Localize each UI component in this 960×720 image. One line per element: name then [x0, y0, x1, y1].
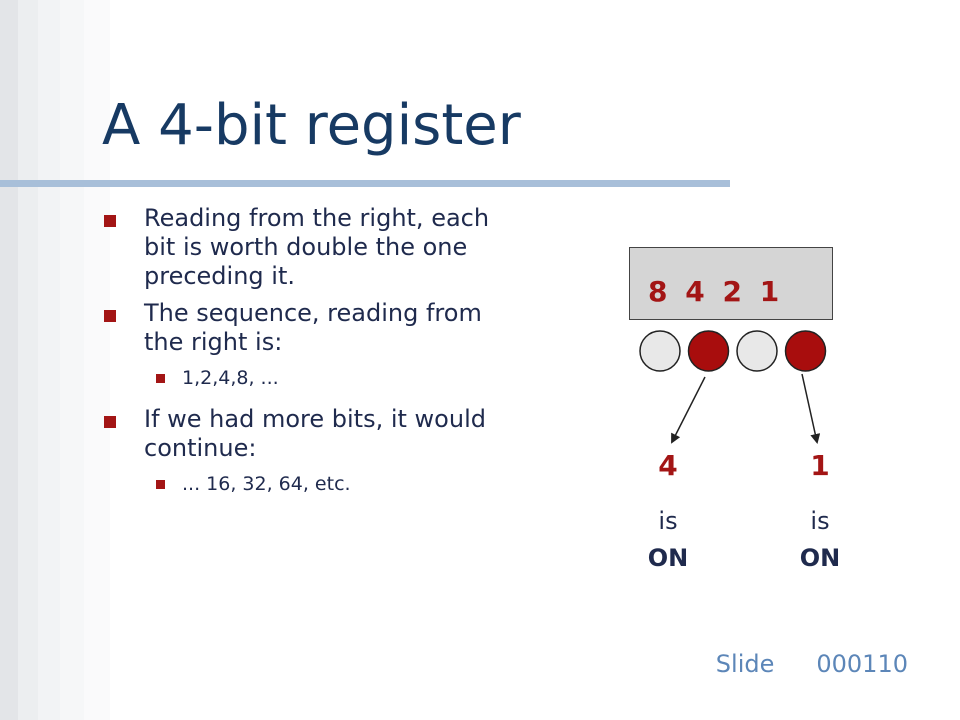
- on-bit-value-4: 4: [658, 449, 678, 482]
- footer-slide-number: 000110: [816, 650, 908, 678]
- bit-off-circle: [736, 330, 778, 372]
- bullet-text: The sequence, reading from the right is:: [144, 299, 482, 356]
- slide-title: A 4-bit register: [102, 93, 521, 158]
- arrow-bit-4: [671, 376, 706, 444]
- bit-on-circle: [784, 330, 827, 372]
- sub-bullet-square-icon: [156, 480, 165, 489]
- bit-on-circle: [687, 330, 730, 372]
- on-bit-is-label: is: [810, 507, 830, 535]
- bullet-square-icon: [104, 416, 116, 428]
- sub-bullet-text: ... 16, 32, 64, etc.: [182, 473, 351, 495]
- arrow-bit-1: [801, 373, 821, 444]
- on-bit-value-1: 1: [810, 449, 830, 482]
- bit-off-circle: [639, 330, 681, 372]
- sub-bullet-item: 1,2,4,8, ...: [104, 365, 524, 391]
- on-bit-is-label: is: [658, 507, 678, 535]
- register-box: [629, 247, 833, 320]
- bullet-list: Reading from the right, each bit is wort…: [104, 204, 524, 511]
- on-bit-on-label: ON: [647, 544, 689, 572]
- bit-weights-label: 8 4 2 1: [648, 275, 780, 308]
- sub-bullet-square-icon: [156, 374, 165, 383]
- slide-footer: Slide 000110: [716, 650, 908, 678]
- left-stripe-background: [0, 0, 140, 720]
- title-underline: [0, 180, 730, 187]
- bullet-item: The sequence, reading from the right is:: [104, 299, 524, 357]
- sub-bullet-text: 1,2,4,8, ...: [182, 367, 279, 389]
- bullet-item: If we had more bits, it would continue:: [104, 405, 524, 463]
- on-bit-on-label: ON: [799, 544, 841, 572]
- footer-label: Slide: [715, 650, 775, 678]
- bullet-text: If we had more bits, it would continue:: [144, 405, 486, 462]
- bullet-item: Reading from the right, each bit is wort…: [104, 204, 524, 291]
- bullet-text: Reading from the right, each bit is wort…: [144, 204, 490, 290]
- bullet-square-icon: [104, 215, 116, 227]
- bits-group: [639, 330, 827, 372]
- sub-bullet-item: ... 16, 32, 64, etc.: [104, 471, 524, 497]
- bullet-square-icon: [104, 310, 116, 322]
